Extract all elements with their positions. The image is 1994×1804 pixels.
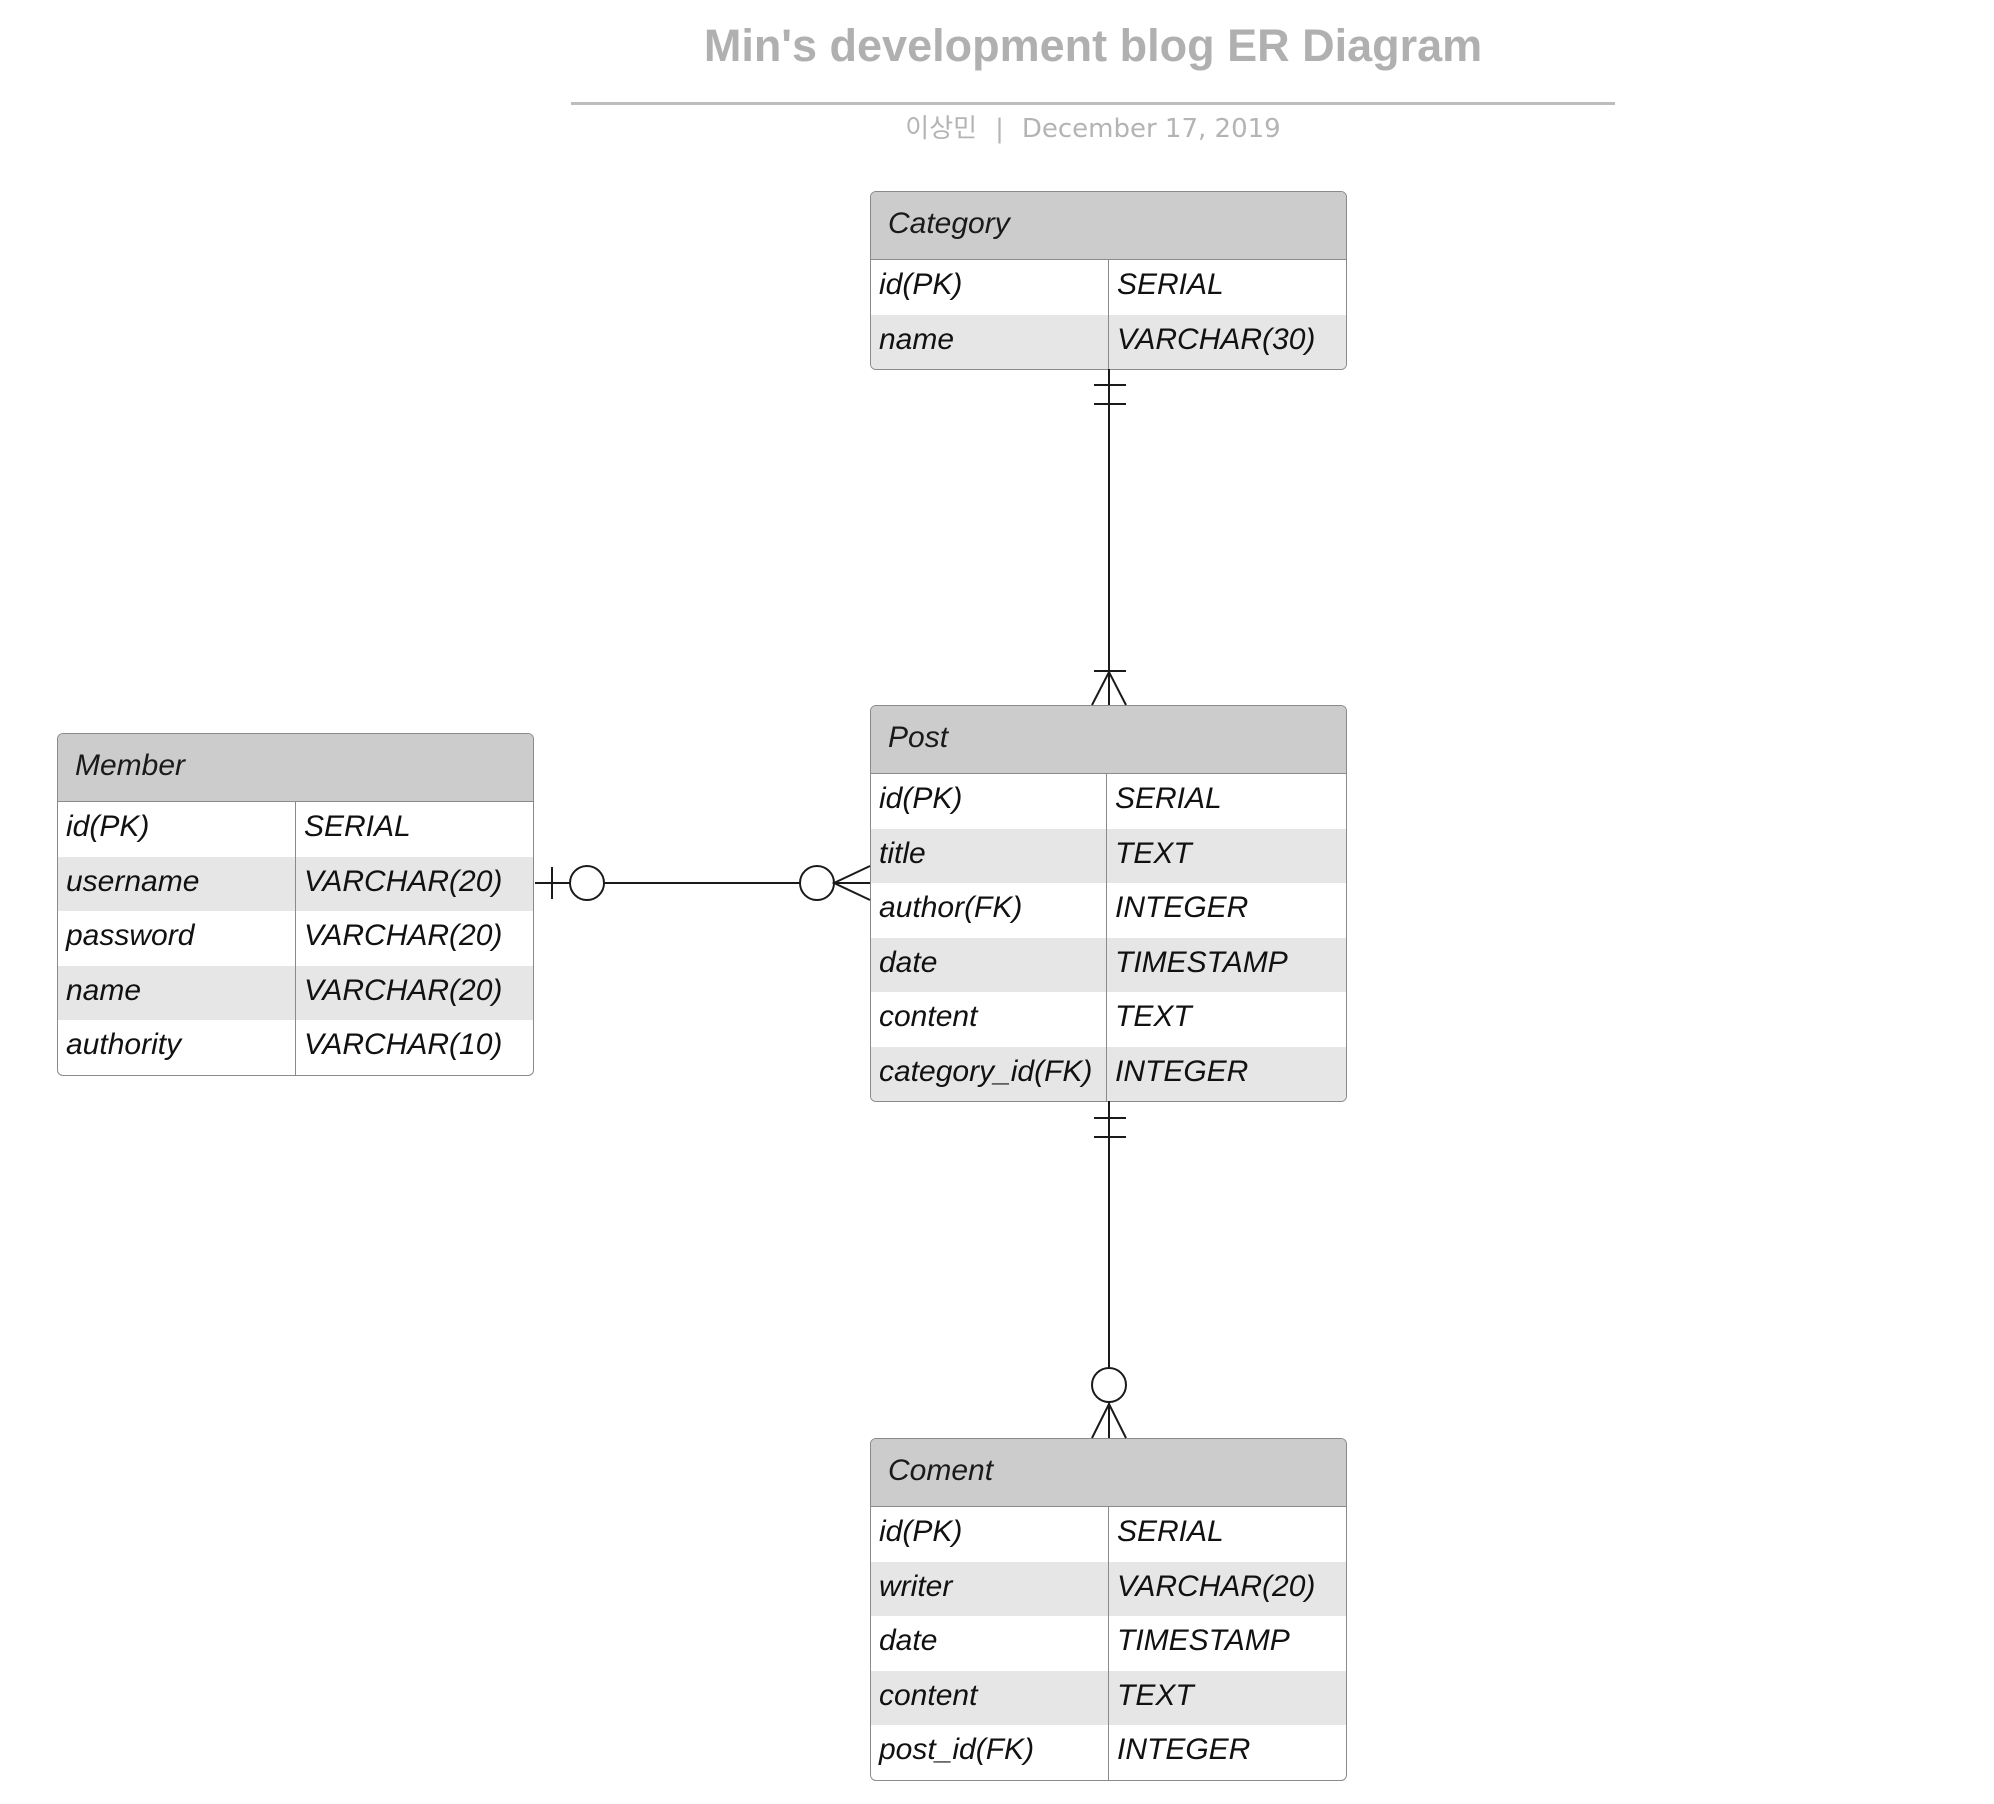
field-type: VARCHAR(20) bbox=[304, 864, 503, 898]
relation-post-coment[interactable] bbox=[1091, 1101, 1127, 1439]
entity-title: Coment bbox=[871, 1439, 1346, 1507]
title-divider bbox=[571, 102, 1615, 105]
field-type: SERIAL bbox=[1117, 1515, 1224, 1548]
entity-row: id(PK) SERIAL bbox=[871, 774, 1346, 829]
entity-coment[interactable]: Coment id(PK) SERIAL writer VARCHAR(20) … bbox=[870, 1438, 1347, 1781]
field-type: INTEGER bbox=[1115, 1054, 1249, 1088]
field-type: VARCHAR(20) bbox=[304, 919, 503, 952]
entity-row: id(PK) SERIAL bbox=[871, 260, 1346, 315]
field-name: author(FK) bbox=[871, 883, 1107, 938]
zero-mark bbox=[799, 865, 835, 901]
crowfoot-mark bbox=[831, 865, 871, 901]
entity-row: date TIMESTAMP bbox=[871, 1616, 1346, 1671]
field-type: VARCHAR(20) bbox=[304, 973, 503, 1007]
publish-date: December 17, 2019 bbox=[1021, 114, 1281, 144]
entity-row: author(FK) INTEGER bbox=[871, 883, 1346, 938]
field-name: category_id(FK) bbox=[871, 1046, 1107, 1101]
entity-title: Category bbox=[871, 192, 1346, 260]
crowfoot-mark bbox=[1091, 669, 1127, 706]
field-type: TEXT bbox=[1115, 1000, 1192, 1033]
field-name: id(PK) bbox=[58, 802, 296, 857]
field-type: INTEGER bbox=[1115, 891, 1249, 924]
entity-row: date TIMESTAMP bbox=[871, 937, 1346, 992]
field-name: name bbox=[58, 965, 296, 1020]
field-name: date bbox=[871, 937, 1107, 992]
entity-title: Member bbox=[58, 734, 533, 802]
zero-mark bbox=[1091, 1367, 1127, 1403]
byline: 이상민 | December 17, 2019 bbox=[571, 108, 1615, 145]
field-type: SERIAL bbox=[1117, 268, 1224, 301]
entity-row: name VARCHAR(20) bbox=[58, 965, 533, 1020]
field-name: name bbox=[871, 314, 1109, 369]
entity-category[interactable]: Category id(PK) SERIAL name VARCHAR(30) bbox=[870, 191, 1347, 370]
entity-row: content TEXT bbox=[871, 992, 1346, 1047]
entity-row: post_id(FK) INTEGER bbox=[871, 1725, 1346, 1780]
entity-post[interactable]: Post id(PK) SERIAL title TEXT author(FK)… bbox=[870, 705, 1347, 1102]
byline-separator: | bbox=[995, 114, 1004, 144]
field-type: VARCHAR(30) bbox=[1117, 322, 1316, 356]
field-type: TIMESTAMP bbox=[1117, 1624, 1290, 1657]
field-type: TEXT bbox=[1115, 836, 1192, 870]
entity-row: username VARCHAR(20) bbox=[58, 856, 533, 911]
field-name: writer bbox=[871, 1561, 1109, 1616]
page-title: Min's development blog ER Diagram bbox=[703, 20, 1483, 71]
field-name: date bbox=[871, 1616, 1109, 1671]
field-name: title bbox=[871, 828, 1107, 883]
entity-row: password VARCHAR(20) bbox=[58, 911, 533, 966]
field-name: post_id(FK) bbox=[871, 1725, 1109, 1780]
relation-category-post[interactable] bbox=[1091, 369, 1127, 706]
field-type: INTEGER bbox=[1117, 1733, 1251, 1766]
field-type: SERIAL bbox=[304, 810, 411, 843]
entity-title: Post bbox=[871, 706, 1346, 774]
relation-member-post[interactable] bbox=[535, 865, 871, 901]
field-name: id(PK) bbox=[871, 260, 1109, 315]
field-name: id(PK) bbox=[871, 774, 1107, 829]
field-name: id(PK) bbox=[871, 1507, 1109, 1562]
entity-member[interactable]: Member id(PK) SERIAL username VARCHAR(20… bbox=[57, 733, 534, 1076]
field-name: authority bbox=[58, 1020, 296, 1075]
field-type: SERIAL bbox=[1115, 782, 1222, 815]
entity-row: id(PK) SERIAL bbox=[871, 1507, 1346, 1562]
entity-row: content TEXT bbox=[871, 1670, 1346, 1725]
field-type: VARCHAR(20) bbox=[1117, 1569, 1316, 1603]
entity-row: category_id(FK) INTEGER bbox=[871, 1046, 1346, 1101]
field-type: TIMESTAMP bbox=[1115, 945, 1288, 979]
field-type: VARCHAR(10) bbox=[304, 1028, 503, 1061]
field-name: username bbox=[58, 856, 296, 911]
entity-row: authority VARCHAR(10) bbox=[58, 1020, 533, 1075]
field-name: password bbox=[58, 911, 296, 966]
entity-row: writer VARCHAR(20) bbox=[871, 1561, 1346, 1616]
entity-row: title TEXT bbox=[871, 828, 1346, 883]
entity-row: id(PK) SERIAL bbox=[58, 802, 533, 857]
field-name: content bbox=[871, 1670, 1109, 1725]
entity-row: name VARCHAR(30) bbox=[871, 314, 1346, 369]
crowfoot-mark bbox=[1091, 1401, 1127, 1439]
zero-mark bbox=[569, 865, 605, 901]
field-type: TEXT bbox=[1117, 1678, 1194, 1712]
field-name: content bbox=[871, 992, 1107, 1047]
author-name: 이상민 bbox=[905, 114, 978, 144]
